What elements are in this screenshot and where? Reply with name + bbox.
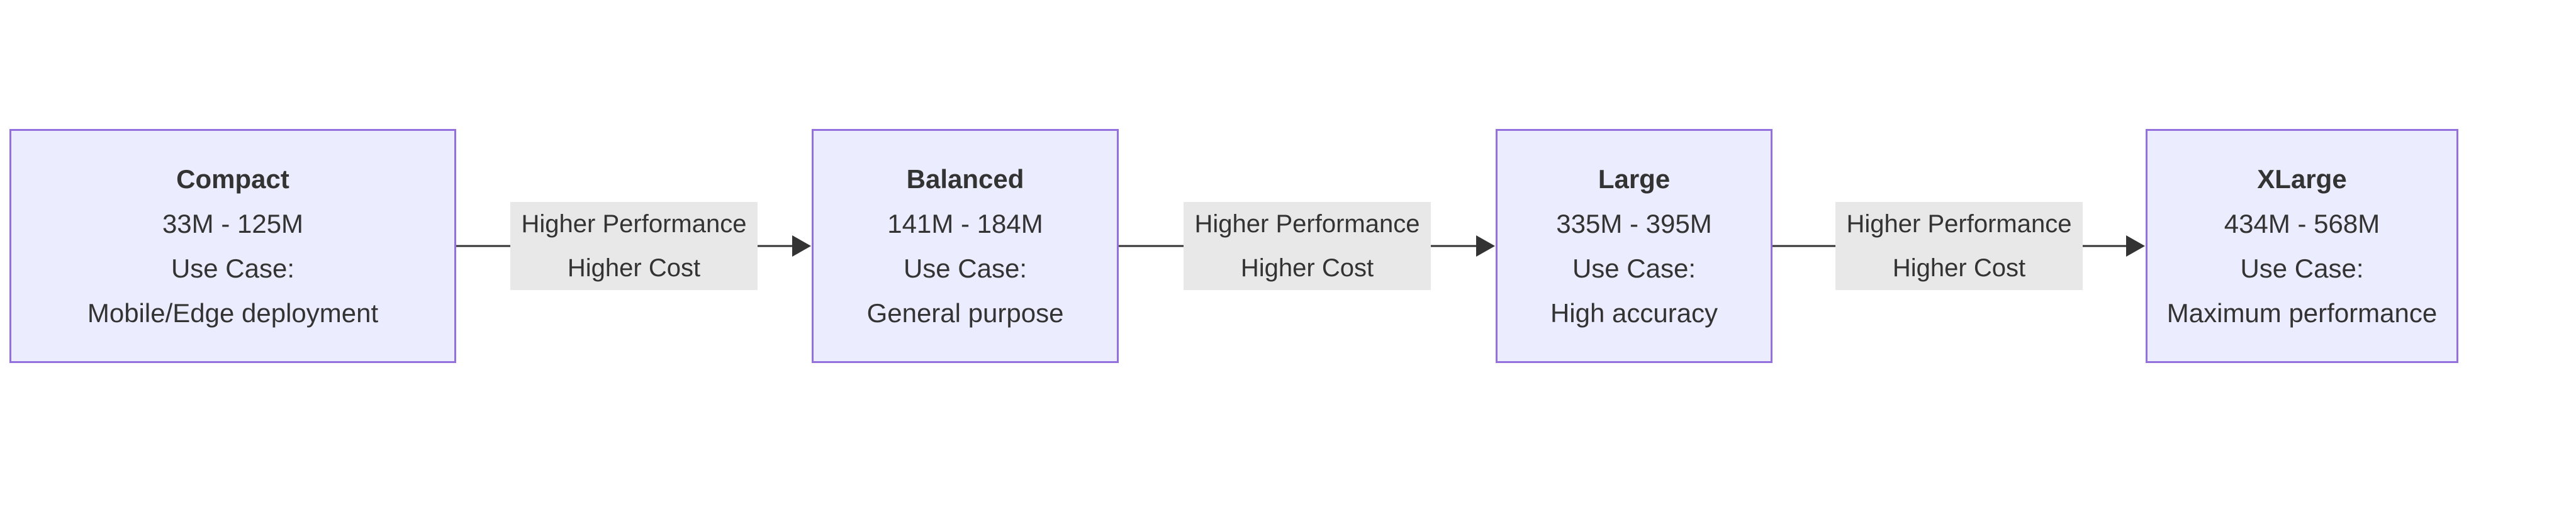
node-use-case-label: Use Case: (2240, 254, 2364, 283)
edge-label-line1: Higher Performance (1183, 202, 1431, 246)
arrowhead-icon (1476, 235, 1495, 257)
node-title: XLarge (2257, 164, 2347, 194)
edge-label-line1: Higher Performance (1835, 202, 2083, 246)
node-xlarge: XLarge 434M - 568M Use Case: Maximum per… (2146, 129, 2458, 363)
node-large: Large 335M - 395M Use Case: High accurac… (1496, 129, 1772, 363)
node-param-range: 33M - 125M (162, 209, 304, 238)
node-param-range: 335M - 395M (1556, 209, 1712, 238)
arrowhead-icon (792, 235, 811, 257)
edge-compact-balanced: Higher Performance Higher Cost (456, 129, 812, 363)
arrowhead-icon (2126, 235, 2145, 257)
node-use-case: General purpose (866, 298, 1064, 328)
edge-label-line2: Higher Cost (1835, 246, 2083, 290)
edge-label: Higher Performance Higher Cost (1835, 202, 2083, 290)
node-use-case-label: Use Case: (903, 254, 1028, 283)
edge-label: Higher Performance Higher Cost (510, 202, 758, 290)
node-balanced: Balanced 141M - 184M Use Case: General p… (812, 129, 1119, 363)
node-use-case: Mobile/Edge deployment (87, 298, 379, 328)
node-title: Compact (176, 164, 289, 194)
node-use-case-label: Use Case: (171, 254, 295, 283)
edge-label: Higher Performance Higher Cost (1183, 202, 1431, 290)
node-param-range: 141M - 184M (887, 209, 1043, 238)
node-use-case-label: Use Case: (1572, 254, 1696, 283)
node-compact: Compact 33M - 125M Use Case: Mobile/Edge… (9, 129, 456, 363)
node-title: Large (1598, 164, 1671, 194)
edge-large-xlarge: Higher Performance Higher Cost (1772, 129, 2146, 363)
edge-label-line1: Higher Performance (510, 202, 758, 246)
node-title: Balanced (906, 164, 1024, 194)
edge-label-line2: Higher Cost (510, 246, 758, 290)
edge-label-line2: Higher Cost (1183, 246, 1431, 290)
node-use-case: High accuracy (1550, 298, 1718, 328)
edge-balanced-large: Higher Performance Higher Cost (1119, 129, 1496, 363)
node-use-case: Maximum performance (2166, 298, 2438, 328)
node-param-range: 434M - 568M (2224, 209, 2380, 238)
